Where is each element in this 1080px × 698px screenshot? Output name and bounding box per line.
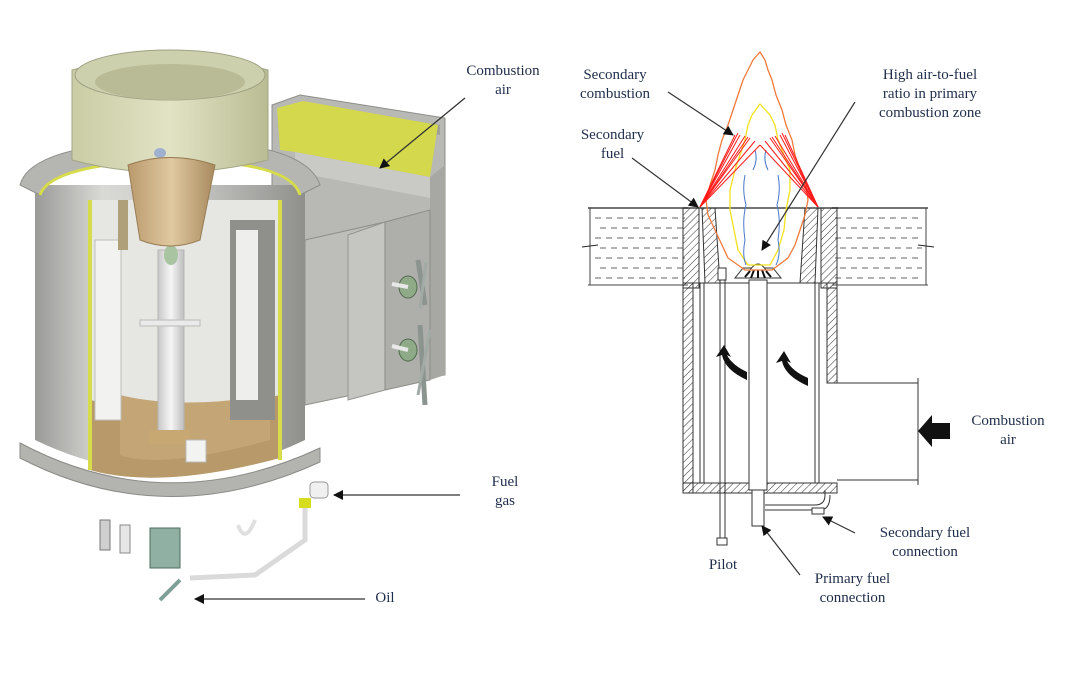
- label-secondary-fuel: Secondary fuel: [580, 127, 645, 162]
- windbox-insulation-top: [277, 101, 438, 177]
- air-register-valve: [391, 324, 432, 406]
- label-pilot: Pilot: [708, 557, 738, 573]
- oil-gun-tip: [164, 245, 178, 265]
- label-high-air-to-fuel: High air-to-fuel ratio in primary combus…: [878, 67, 982, 121]
- outer-flame-envelope: [705, 50, 809, 271]
- label-secondary-fuel-connection: Secondary fuel connection: [879, 525, 971, 560]
- label-primary-fuel-connection: Primary fuel connection: [814, 571, 891, 606]
- furnace-floor-left: [581, 207, 688, 286]
- label-oil: Oil: [375, 590, 395, 606]
- label-fuel-gas: Fuel gas: [491, 474, 519, 509]
- secondary-fuel-pointer: [631, 157, 699, 208]
- oil-valve: [149, 527, 181, 569]
- secondary-fuel-connection-pointer: [822, 516, 856, 534]
- combustion-air-inlet-arrow: [918, 415, 950, 447]
- air-flow-arrow: [716, 345, 747, 380]
- burner-cone: [127, 157, 216, 247]
- label-combustion-air-left: Combustion air: [466, 63, 540, 98]
- air-flow-arrow: [776, 351, 808, 386]
- flame: [699, 50, 819, 271]
- pilot-tube: [716, 267, 728, 546]
- central-gas-pipe: [157, 249, 185, 436]
- primary-fuel-connection-pointer: [761, 525, 801, 576]
- secondary-fuel-manifold: [765, 490, 831, 515]
- primary-zone-pointer: [761, 101, 856, 251]
- fuel-connections: [99, 481, 329, 602]
- primary-fuel-riser: [733, 263, 783, 527]
- fuel-gas-inlet: [309, 481, 329, 499]
- windbox: [271, 94, 446, 406]
- fuel-gas-line: [189, 505, 308, 581]
- secondary-fuel-jets: [699, 132, 819, 208]
- air-plenum: [682, 282, 919, 494]
- combustion-air-arrow: [379, 97, 466, 169]
- label-secondary-combustion: Secondary combustion: [580, 67, 650, 102]
- secondary-combustion-pointer: [667, 91, 734, 136]
- air-register-valve: [391, 259, 428, 309]
- burner-tile: [71, 49, 269, 250]
- inner-flame: [729, 102, 791, 266]
- burner-housing: [19, 139, 321, 497]
- label-combustion-air-right: Combustion air: [971, 413, 1045, 448]
- furnace-floor-right: [832, 207, 935, 286]
